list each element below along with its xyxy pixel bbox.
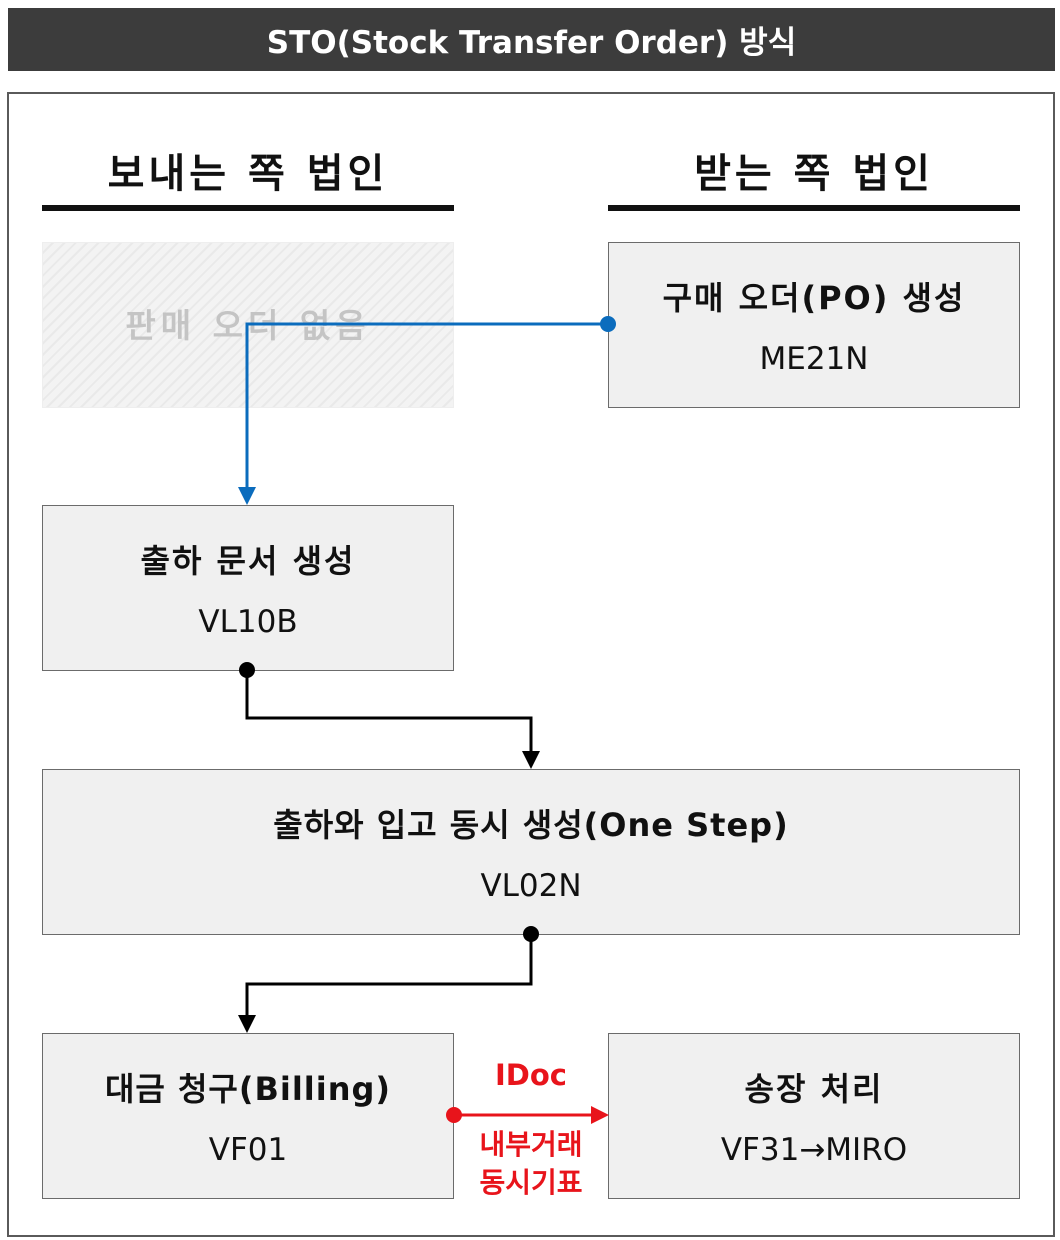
invoice-title: 송장 처리 <box>744 1070 884 1108</box>
diagram-frame <box>7 92 1055 1237</box>
one-step-title: 출하와 입고 동시 생성(One Step) <box>273 806 789 844</box>
delivery-to-one-step-connector <box>239 662 540 769</box>
one-step-code: VL02N <box>480 868 582 904</box>
billing-to-invoice-connector <box>446 1106 609 1124</box>
billing-title: 대금 청구(Billing) <box>104 1070 392 1108</box>
one-step-to-billing-connector <box>238 926 539 1033</box>
delivery-code: VL10B <box>198 604 298 640</box>
invoice-box: 송장 처리 VF31→MIRO <box>608 1033 1020 1199</box>
delivery-title: 출하 문서 생성 <box>140 542 356 580</box>
delivery-box: 출하 문서 생성 VL10B <box>42 505 454 671</box>
page-title: STO(Stock Transfer Order) 방식 <box>8 8 1055 71</box>
column-rule-sender <box>42 205 454 211</box>
idoc-sub-label-2: 동시기표 <box>479 1166 583 1199</box>
column-rule-receiver <box>608 205 1020 211</box>
column-header-sender: 보내는 쪽 법인 <box>107 151 389 197</box>
billing-code: VF01 <box>208 1132 288 1168</box>
po-to-delivery-connector <box>238 316 616 505</box>
page-title-text: STO(Stock Transfer Order) 방식 <box>266 25 797 61</box>
column-header-receiver: 받는 쪽 법인 <box>694 151 934 197</box>
idoc-label: IDoc <box>495 1058 567 1092</box>
idoc-sub-label-1: 내부거래 <box>479 1128 583 1161</box>
po-box: 구매 오더(PO) 생성 ME21N <box>608 242 1020 408</box>
billing-box: 대금 청구(Billing) VF01 <box>42 1033 454 1199</box>
one-step-box: 출하와 입고 동시 생성(One Step) VL02N <box>42 769 1020 935</box>
invoice-code: VF31→MIRO <box>720 1132 908 1168</box>
po-code: ME21N <box>759 341 869 377</box>
po-title: 구매 오더(PO) 생성 <box>662 279 966 317</box>
